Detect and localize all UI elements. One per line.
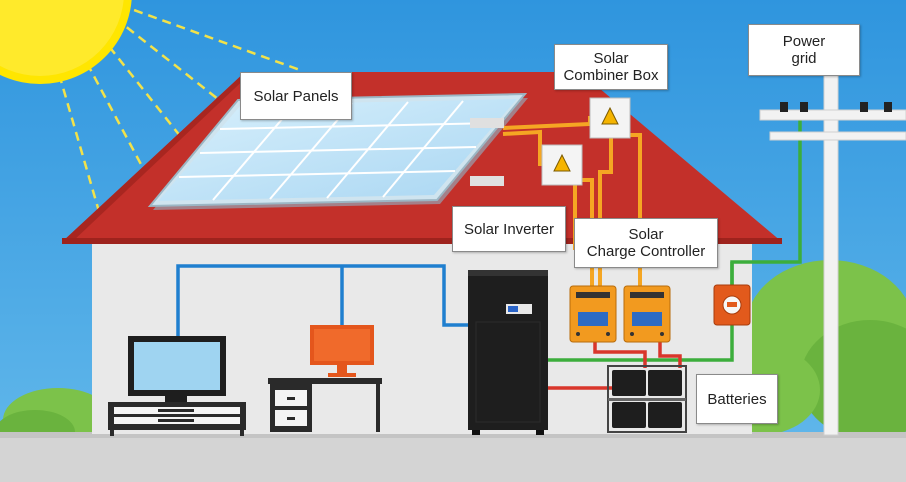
label-power-grid-line1: Power: [782, 33, 826, 50]
label-charge-controller-line2: Charge Controller: [586, 243, 706, 260]
tv-stand: [108, 402, 246, 436]
label-solar-inverter-text: Solar Inverter: [463, 220, 555, 238]
label-solar-panels: Solar Panels: [240, 72, 352, 120]
combiner-box-top: [589, 97, 631, 139]
label-charge-controller-line1: Solar: [628, 226, 664, 243]
battery-wiring: [548, 340, 682, 390]
ground: [0, 432, 906, 482]
television: [128, 336, 226, 402]
solar-inverter: [468, 270, 548, 435]
label-combiner-box: Solar Combiner Box: [554, 44, 668, 90]
sun-icon: [0, 0, 132, 84]
solar-panel-array: [147, 92, 528, 210]
charge-controller-right: [623, 285, 671, 343]
label-power-grid-line2: grid: [791, 50, 817, 67]
power-pole: [759, 54, 906, 436]
label-solar-panels-text: Solar Panels: [253, 87, 339, 105]
label-batteries-text: Batteries: [707, 390, 767, 408]
combiner-box-bottom: [541, 144, 583, 186]
charge-controller-left: [569, 285, 617, 343]
label-combiner-box-line2: Combiner Box: [563, 67, 659, 84]
label-charge-controller: Solar Charge Controller: [574, 218, 718, 268]
label-solar-inverter: Solar Inverter: [452, 206, 566, 252]
label-combiner-box-line1: Solar: [593, 50, 629, 67]
computer-monitor: [310, 325, 374, 377]
desk: [268, 378, 382, 432]
label-power-grid: Power grid: [748, 24, 860, 76]
label-batteries: Batteries: [696, 374, 778, 424]
electric-meter: [713, 284, 751, 326]
data-wiring: [176, 264, 468, 340]
battery-bank: [607, 365, 687, 433]
